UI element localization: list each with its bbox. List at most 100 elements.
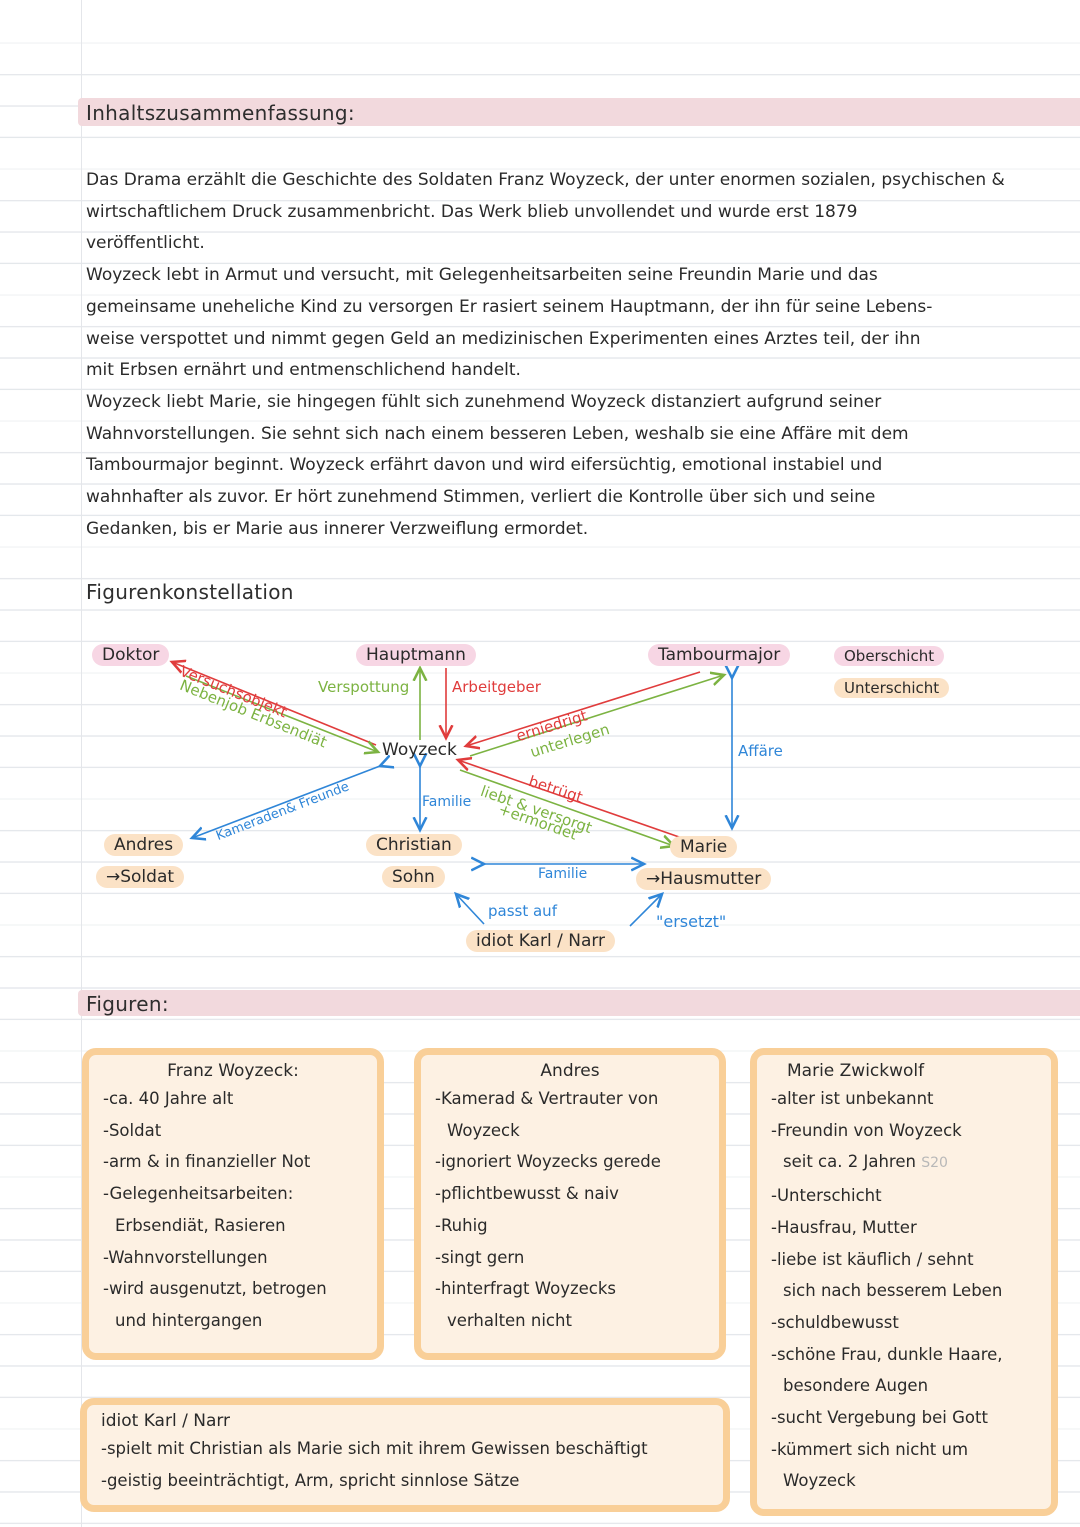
item-text: -sucht Vergebung bei Gott [771, 1408, 988, 1428]
text-line: Gedanken, bis er Marie aus innerer Verzw… [86, 518, 589, 539]
summary-paragraph: Woyzeck lebt in Armut und versucht, mit … [86, 260, 1066, 387]
item-text: -spielt mit Christian als Marie sich mit… [101, 1439, 648, 1458]
text-line: gemeinsame uneheliche Kind zu versorgen … [86, 296, 933, 317]
item-text: -pflichtbewusst & naiv [435, 1184, 619, 1204]
legend-upper-class: Oberschicht [834, 646, 945, 666]
arrow-versuchsobjekt [172, 662, 377, 746]
node-tambourmajor: Tambourmajor [648, 644, 791, 666]
item-text: -ignoriert Woyzecks gerede [435, 1152, 661, 1172]
card-title: idiot Karl / Narr [101, 1411, 231, 1431]
item-text: -Soldat [103, 1120, 162, 1140]
item-text-cont: Woyzeck [447, 1120, 520, 1140]
item-text: -Hausfrau, Mutter [771, 1217, 917, 1237]
item-text: -schöne Frau, dunkle Haare, [771, 1344, 1003, 1364]
text-line: weise verspottet und nimmt gegen Geld an… [86, 328, 921, 349]
list-item: -sucht Vergebung bei Gott [771, 1402, 1041, 1434]
list-item: -singt gern [435, 1242, 709, 1274]
arrow-passt-auf [456, 894, 485, 925]
list-item: -pflichtbewusst & naiv [435, 1178, 709, 1210]
item-text: -Ruhig [435, 1215, 488, 1235]
text-line: Das Drama erzählt die Geschichte des Sol… [86, 170, 1005, 190]
text-line: wirtschaftlichem Druck zusammenbricht. D… [86, 201, 858, 222]
list-item: -Wahnvorstellungen [103, 1242, 367, 1274]
list-item: -hinterfragt Woyzecks verhalten nicht [435, 1273, 709, 1336]
item-text: -singt gern [435, 1247, 525, 1267]
node-andres: Andres [104, 834, 184, 856]
item-text: -schuldbewusst [771, 1312, 899, 1332]
list-item: -arm & in finanzieller Not [103, 1146, 367, 1178]
summary-paragraph: Das Drama erzählt die Geschichte des Sol… [86, 165, 1066, 260]
card-title: Franz Woyzeck: [167, 1061, 299, 1081]
arrow-nebenjob [185, 675, 378, 752]
item-text: -kümmert sich nicht um [771, 1439, 969, 1459]
item-text: seit ca. 2 Jahren [783, 1152, 916, 1172]
figures-heading: Figuren: [86, 992, 169, 1016]
arrow-unterlegen [469, 675, 724, 757]
item-text-cont: besondere Augen [783, 1376, 929, 1396]
node-christian-role: Sohn [382, 866, 445, 888]
list-item: -ignoriert Woyzecks gerede [435, 1146, 709, 1178]
node-doktor: Doktor [92, 644, 170, 666]
item-text-cont: Erbsendiät, Rasieren [115, 1215, 286, 1235]
card-list: -spielt mit Christian als Marie sich mit… [87, 1433, 723, 1496]
legend-lower-class: Unterschicht [834, 678, 950, 698]
node-andres-role: →Soldat [96, 866, 185, 888]
arrow-kameraden [192, 766, 380, 838]
label-ersetzt: "ersetzt" [656, 912, 727, 931]
arrow-betruegt [458, 760, 683, 839]
item-text: -wird ausgenutzt, betrogen [103, 1279, 327, 1299]
list-item: -schöne Frau, dunkle Haare, besondere Aug… [771, 1339, 1041, 1402]
node-hauptmann: Hauptmann [356, 644, 476, 666]
margin-line [81, 0, 82, 1527]
node-woyzeck: Woyzeck [382, 740, 457, 760]
list-item: -Soldat [103, 1115, 367, 1147]
label-arbeitgeber: Arbeitgeber [452, 678, 541, 696]
text-line: Tambourmajor beginnt. Woyzeck erfährt da… [86, 455, 883, 476]
item-text-cont: und hintergangen [115, 1310, 263, 1330]
arrow-erniedrigt [466, 671, 701, 746]
text-line: Wahnvorstellungen. Sie sehnt sich nach e… [86, 423, 909, 444]
list-item: -ca. 40 Jahre alt [103, 1083, 367, 1115]
item-text: -Gelegenheitsarbeiten: [103, 1184, 294, 1204]
heading-band [78, 990, 1080, 1016]
list-item: -alter ist unbekannt [771, 1083, 1041, 1115]
list-item: -Ruhig [435, 1210, 709, 1242]
arrow-ersetzt [629, 894, 662, 927]
card-title: Marie Zwickwolf [787, 1061, 925, 1081]
label-verspottung: Verspottung [318, 678, 410, 696]
page-reference: S20 [921, 1155, 948, 1172]
list-item: -schuldbewusst [771, 1307, 1041, 1339]
text-line: veröffentlicht. [86, 233, 205, 254]
constellation-heading: Figurenkonstellation [86, 580, 294, 604]
list-item: -spielt mit Christian als Marie sich mit… [101, 1433, 713, 1465]
item-text: -alter ist unbekannt [771, 1089, 934, 1108]
summary-paragraph: Woyzeck liebt Marie, sie hingegen fühlt … [86, 387, 1066, 546]
card-idiot-karl: idiot Karl / Narr -spielt mit Christian … [80, 1398, 730, 1512]
label-familie-ws: Familie [422, 794, 472, 810]
item-text: -Kamerad & Vertrauter von [435, 1089, 659, 1108]
node-christian: Christian [366, 834, 462, 856]
list-item: -Freundin von Woyzeck seit ca. 2 Jahren S… [771, 1115, 1041, 1180]
text-line: Woyzeck liebt Marie, sie hingegen fühlt … [86, 391, 882, 412]
item-text: -Unterschicht [771, 1186, 882, 1206]
list-item: -wird ausgenutzt, betrogen und hintergang… [103, 1273, 367, 1336]
item-text: -geistig beeinträchtigt, Arm, spricht si… [101, 1470, 520, 1490]
item-text: -hinterfragt Woyzecks [435, 1279, 616, 1299]
list-item: -Gelegenheitsarbeiten: Erbsendiät, Rasier… [103, 1178, 367, 1241]
list-item: -Hausfrau, Mutter [771, 1212, 1041, 1244]
card-list: -ca. 40 Jahre alt -Soldat -arm & in fina… [89, 1083, 377, 1337]
item-text: -Wahnvorstellungen [103, 1247, 268, 1267]
summary-heading: Inhaltszusammenfassung: [86, 101, 355, 125]
card-list: -alter ist unbekannt -Freundin von Woyze… [757, 1083, 1051, 1497]
node-marie: Marie [670, 836, 738, 858]
item-text: -Freundin von Woyzeck [771, 1120, 962, 1140]
item-text-cont: verhalten nicht [447, 1310, 572, 1330]
item-text: -ca. 40 Jahre alt [103, 1089, 234, 1108]
list-item: -geistig beeinträchtigt, Arm, spricht si… [101, 1465, 713, 1497]
text-line: mit Erbsen ernährt und entmenschlichend … [86, 360, 521, 381]
